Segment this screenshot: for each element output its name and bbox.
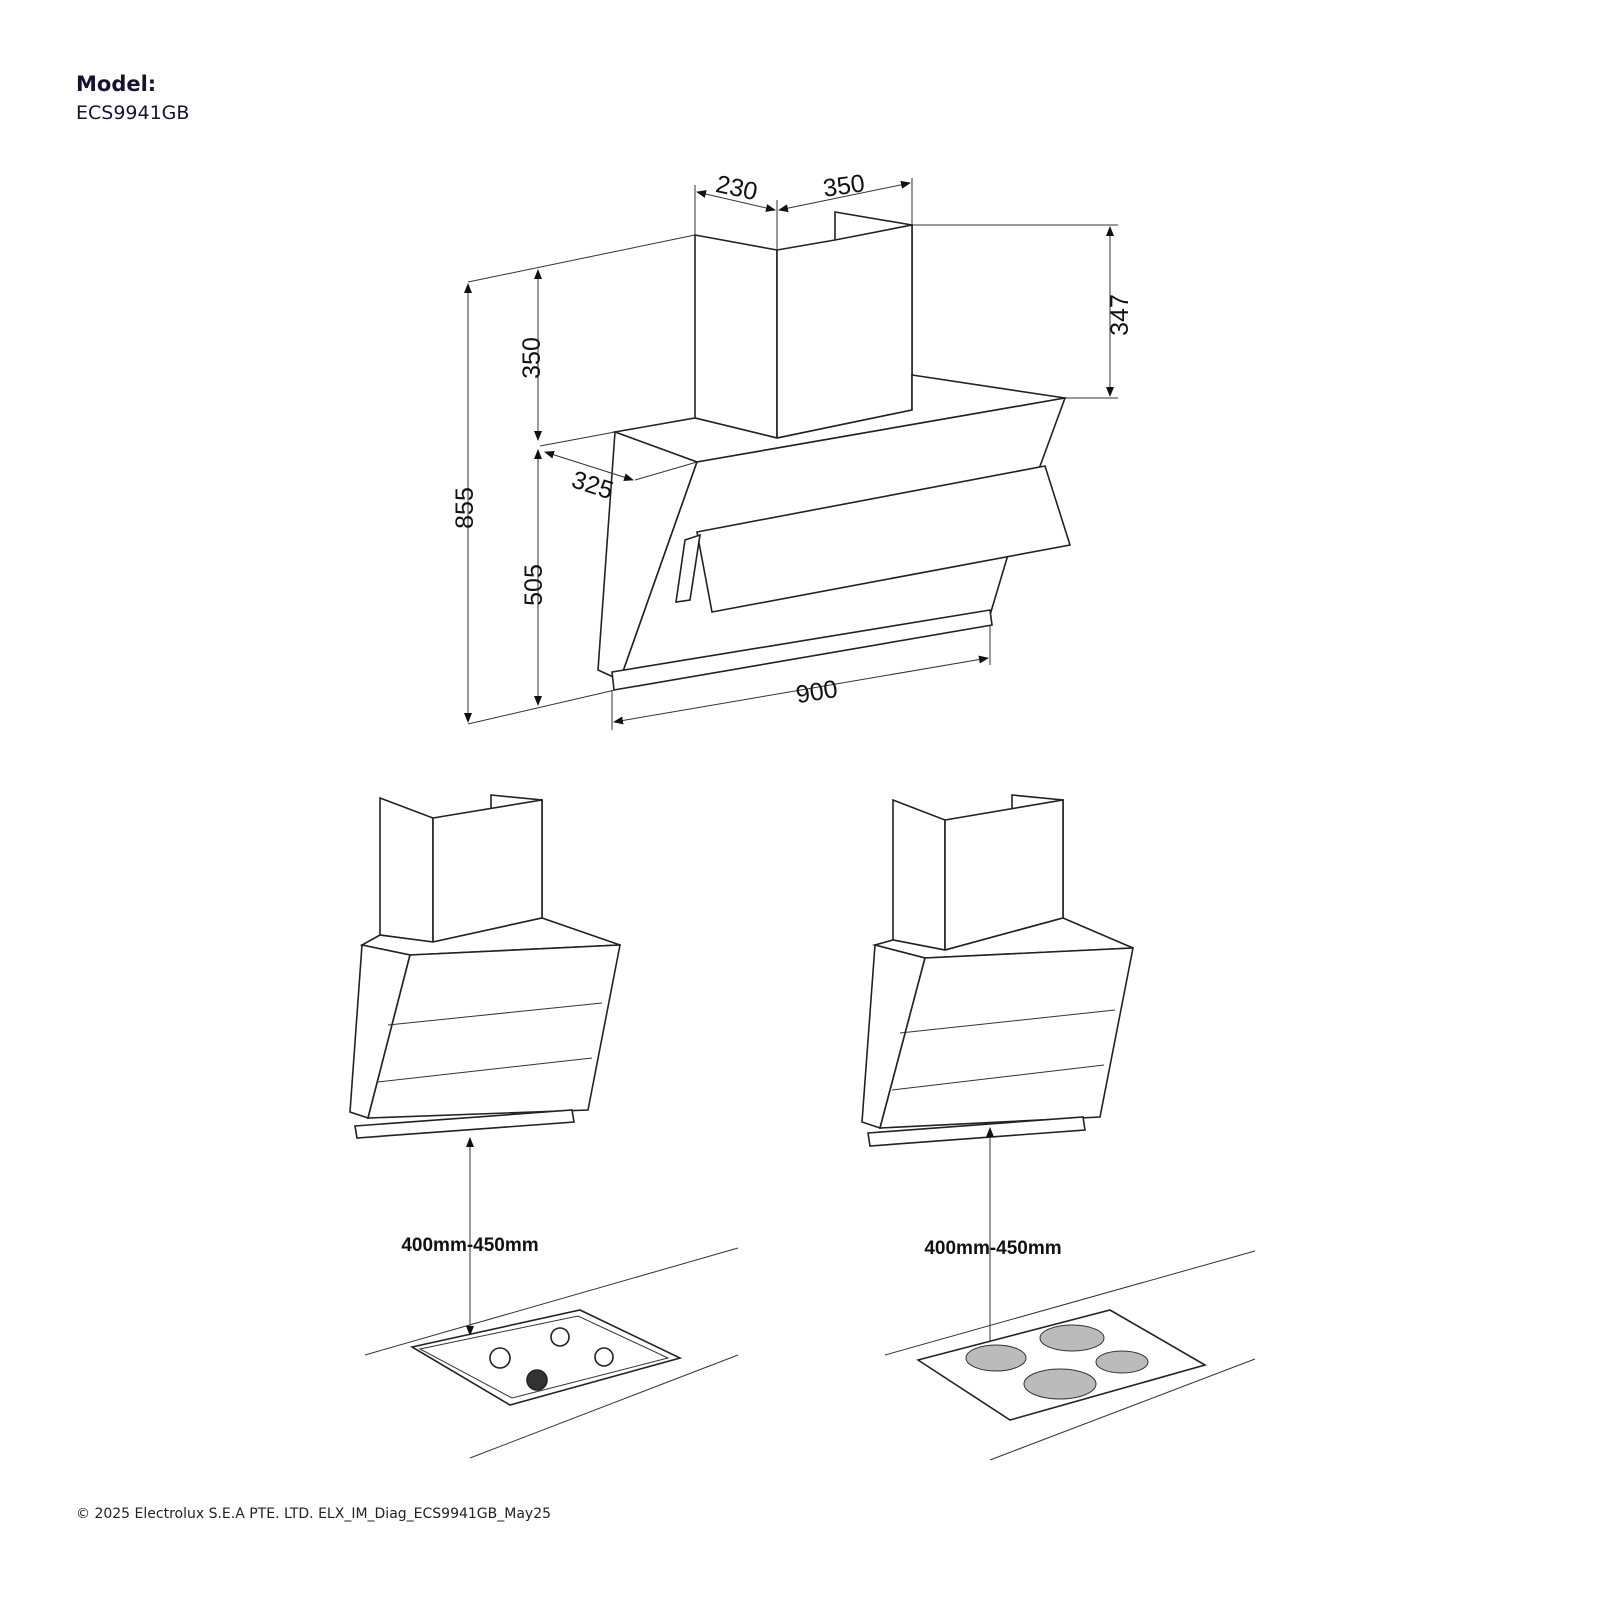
dimension-lines (464, 178, 1118, 730)
chimney-left-face (694, 234, 778, 440)
electric-hob-installation (861, 794, 1256, 1461)
dim-chimney-height-right: 347 (1106, 294, 1134, 336)
dim-body-width: 900 (794, 675, 840, 709)
dim-chimney-depth: 230 (713, 170, 760, 206)
model-number: ECS9941GB (76, 102, 190, 124)
dim-body-height: 505 (520, 564, 548, 606)
dim-body-depth: 325 (568, 466, 616, 506)
dim-total-height: 855 (451, 487, 479, 529)
dim-chimney-height: 350 (518, 337, 546, 379)
model-label: Model: (76, 72, 157, 96)
gas-hob-clearance-label: 400mm-450mm (401, 1235, 538, 1256)
copyright-footer: © 2025 Electrolux S.E.A PTE. LTD. ELX_IM… (76, 1506, 552, 1522)
main-hood-drawing (597, 211, 1072, 691)
chimney-right-face (776, 224, 913, 439)
hood-glass-flap (696, 465, 1072, 613)
gas-hob-installation (349, 794, 739, 1459)
dim-chimney-width: 350 (821, 169, 866, 203)
electric-hob-clearance-label: 400mm-450mm (924, 1238, 1061, 1259)
